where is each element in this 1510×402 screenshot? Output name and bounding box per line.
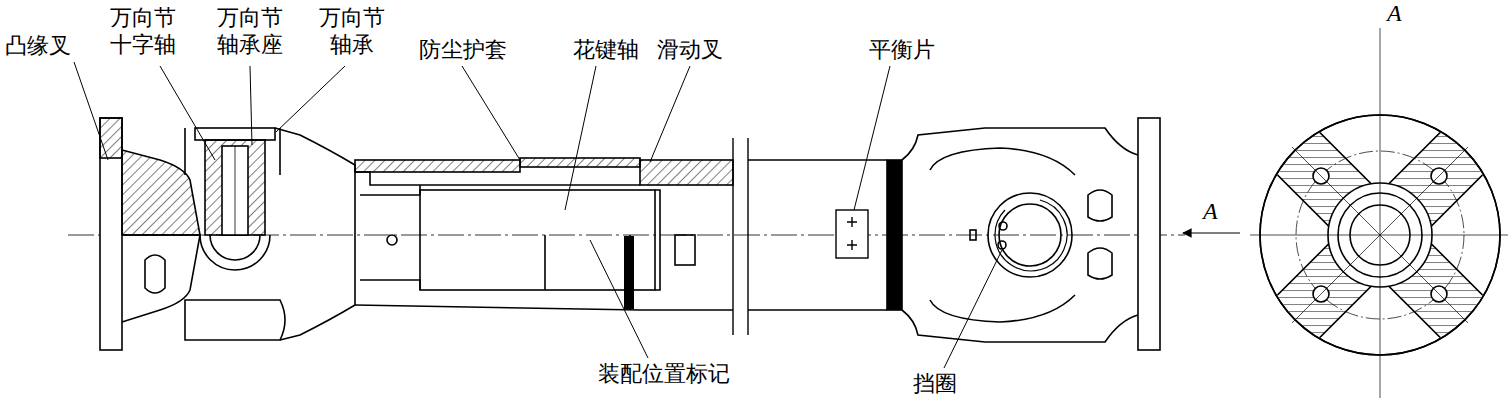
leader-line	[565, 66, 596, 210]
leader-line	[944, 250, 1002, 368]
assembly-mark	[624, 236, 634, 309]
break-line	[732, 138, 733, 335]
view-arrow	[1183, 232, 1240, 233]
section-view	[1207, 28, 1510, 402]
flange-yoke	[100, 118, 122, 350]
universal-joint-cross	[195, 128, 275, 140]
flange-yoke	[100, 118, 285, 350]
end-yoke	[902, 128, 1138, 160]
sliding-yoke	[655, 190, 660, 290]
sliding-yoke	[387, 235, 397, 245]
universal-joint-cross	[210, 235, 260, 260]
view-arrow	[1183, 232, 1240, 233]
view-letter: A	[1386, 0, 1403, 27]
sliding-yoke	[355, 305, 640, 310]
end-yoke	[995, 200, 1067, 271]
flange-yoke	[145, 255, 165, 293]
end-yoke	[930, 148, 1075, 175]
section-view	[1292, 147, 1468, 323]
leader-line	[650, 66, 690, 162]
leader-line	[74, 62, 1002, 368]
part-label: 凸缘叉	[4, 32, 72, 59]
end-yoke	[999, 204, 1061, 266]
end-yoke	[930, 295, 1075, 322]
section-view	[1250, 235, 1508, 236]
leader-line	[590, 240, 648, 358]
sliding-yoke	[545, 235, 630, 310]
shaft-tube	[748, 160, 902, 310]
universal-joint-cross	[185, 128, 280, 270]
part-label: 平衡片	[868, 36, 936, 63]
sliding-yoke	[640, 309, 733, 311]
sliding-yoke	[675, 235, 695, 265]
end-yoke	[1138, 118, 1160, 350]
break-line	[747, 138, 748, 335]
universal-joint-cross	[235, 146, 236, 235]
part-label: 万向节 轴承	[316, 4, 388, 58]
section-view	[1292, 147, 1468, 323]
sliding-yoke	[520, 158, 640, 167]
part-label: 万向节 轴承座	[214, 4, 286, 58]
flange-yoke	[185, 300, 285, 340]
end-yoke	[998, 241, 1006, 249]
leader-line	[276, 66, 345, 132]
sliding-yoke	[640, 160, 733, 185]
balance-plate	[836, 210, 868, 258]
section-view	[1250, 28, 1508, 398]
shaft-tube	[748, 309, 887, 311]
leader-line	[250, 66, 252, 145]
leader-line	[854, 66, 890, 210]
part-label: 万向节 十字轴	[107, 4, 179, 58]
flange-yoke	[122, 235, 200, 322]
end-yoke	[988, 193, 1072, 277]
universal-joint-cross	[200, 235, 270, 270]
end-yoke	[970, 230, 976, 240]
end-yoke	[1088, 190, 1112, 221]
balance-plate	[847, 217, 857, 250]
sliding-yoke	[355, 160, 520, 172]
part-label: 装配位置标记	[597, 360, 731, 387]
part-label: 防尘护套	[418, 36, 508, 63]
assembly-mark	[624, 236, 634, 309]
universal-joint-cross	[185, 128, 280, 175]
universal-joint-cross	[205, 140, 265, 235]
leader-line	[462, 66, 520, 160]
section-view	[1207, 62, 1510, 402]
end-yoke	[999, 222, 1007, 230]
part-label: 挡圈	[912, 370, 958, 397]
leader-line	[160, 66, 215, 160]
sliding-yoke	[355, 172, 640, 185]
sliding-yoke	[275, 128, 733, 340]
sliding-yoke	[360, 185, 420, 290]
part-label: 花键轴	[572, 36, 640, 63]
flange-yoke	[122, 150, 200, 235]
flange-yoke	[100, 118, 122, 158]
break-line	[733, 138, 748, 335]
end-yoke	[1088, 248, 1112, 279]
universal-joint-cross	[222, 146, 248, 235]
end-yoke	[902, 310, 1138, 342]
sliding-yoke	[420, 190, 655, 290]
balance-plate	[836, 210, 868, 258]
section-view	[1207, 62, 1510, 402]
end-yoke	[902, 118, 1160, 350]
section-view	[1380, 28, 1381, 398]
part-label: 滑动叉	[656, 36, 724, 63]
view-letter: A	[1202, 198, 1219, 225]
sliding-yoke	[275, 128, 355, 340]
leader-line	[74, 62, 108, 160]
shaft-tube	[887, 160, 902, 310]
